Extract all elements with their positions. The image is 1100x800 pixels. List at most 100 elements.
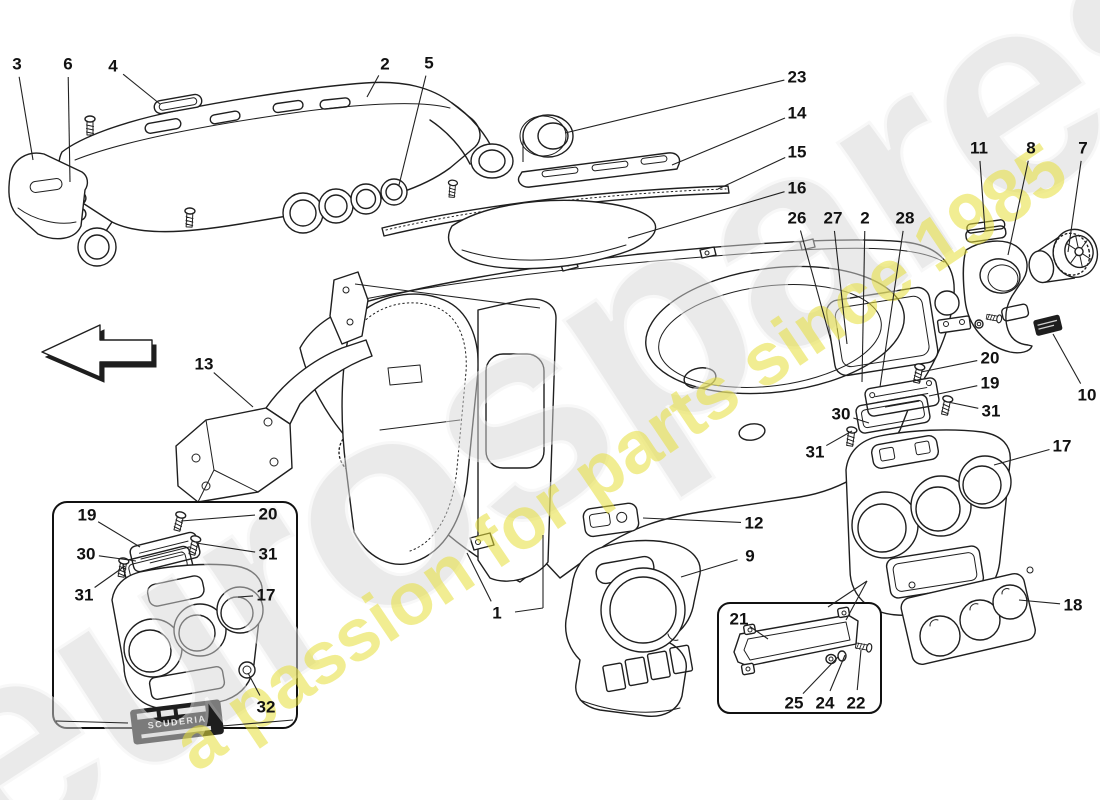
callout-leader-2	[366, 75, 380, 98]
callout-label-32: 32	[257, 698, 276, 717]
callout-label-4: 4	[108, 57, 118, 76]
callout-leader-4	[122, 73, 161, 105]
callout-leader-17	[237, 595, 254, 598]
callout-leader-19	[97, 521, 141, 548]
inset-box-instrument-bezel: SCUDERIA	[52, 501, 298, 745]
callout-leader-11	[979, 160, 986, 231]
assembly-reference-line	[221, 719, 294, 727]
callout-label-15: 15	[788, 143, 807, 162]
callout-leader-14	[671, 117, 786, 166]
callout-label-18: 18	[1064, 596, 1083, 615]
callout-label-28: 28	[896, 209, 915, 228]
callout-label-30: 30	[77, 545, 96, 564]
callout-label-24: 24	[816, 694, 835, 713]
callout-leader-32	[247, 672, 261, 696]
callout-leader-28	[879, 230, 904, 388]
callout-label-20: 20	[981, 349, 1000, 368]
part-dashboard-body	[299, 238, 960, 583]
callout-leader-5	[398, 75, 427, 186]
callout-label-6: 6	[63, 55, 72, 74]
part-side-panel-9	[564, 539, 701, 717]
callout-leader-20	[180, 514, 256, 522]
callout-leader-22	[856, 649, 862, 691]
callout-leader-17	[993, 448, 1050, 466]
callout-leader-31	[947, 401, 979, 409]
callout-label-22: 22	[847, 694, 866, 713]
callout-label-9: 9	[745, 547, 754, 566]
hinge-bracket	[936, 312, 1003, 334]
callout-label-12: 12	[745, 514, 764, 533]
inset-box-bracket	[717, 602, 882, 714]
callout-leader-19	[928, 385, 978, 397]
callout-leader-1	[466, 552, 492, 602]
callout-leader-13	[213, 372, 254, 408]
callout-label-30: 30	[832, 405, 851, 424]
callout-label-23: 23	[788, 68, 807, 87]
callout-label-17: 17	[1053, 437, 1072, 456]
callout-label-5: 5	[424, 54, 433, 73]
direction-arrow-icon	[41, 324, 157, 383]
callout-leader-18	[1018, 599, 1061, 605]
callout-leader-30	[98, 555, 137, 562]
callout-leader-30	[853, 417, 870, 424]
part-instrument-bezel-17-right	[845, 429, 1012, 616]
assembly-reference-line	[827, 580, 868, 608]
callout-label-27: 27	[824, 209, 843, 228]
part-trim-blade-16	[447, 199, 657, 270]
callout-label-1: 1	[492, 604, 501, 623]
callout-label-8: 8	[1026, 139, 1035, 158]
callout-label-17: 17	[257, 586, 276, 605]
callout-leader-3	[18, 76, 34, 161]
callout-label-25: 25	[785, 694, 804, 713]
callout-leader-8	[1007, 160, 1029, 256]
callout-leader-31	[94, 565, 126, 588]
callout-label-14: 14	[788, 104, 807, 123]
callout-label-31: 31	[259, 545, 278, 564]
callout-label-19: 19	[981, 374, 1000, 393]
callout-label-11: 11	[970, 139, 988, 158]
callout-leader-20	[920, 360, 978, 373]
callout-leader-31	[826, 430, 853, 447]
callout-label-2: 2	[380, 55, 389, 74]
callout-label-31: 31	[806, 443, 825, 462]
callout-label-2: 2	[860, 209, 869, 228]
assembly-reference-line	[55, 720, 129, 724]
part-badge-plate-10	[1033, 314, 1063, 336]
callout-leader-10	[1052, 333, 1082, 384]
callout-leader-23	[564, 79, 785, 134]
assembly-reference-line	[845, 580, 868, 621]
callout-leader-15	[717, 157, 786, 190]
callout-label-21: 21	[730, 610, 749, 629]
callout-leader-2	[861, 230, 866, 383]
part-switch-panel-12	[582, 502, 640, 538]
callout-label-3: 3	[12, 55, 21, 74]
callout-leader-31	[195, 542, 256, 553]
scuderia-badge: SCUDERIA	[130, 699, 224, 745]
callout-leader-7	[1067, 160, 1082, 253]
assembly-reference-line	[354, 283, 541, 309]
callout-leader-6	[67, 76, 71, 183]
part-switch-11	[965, 219, 1007, 243]
callout-label-31: 31	[982, 402, 1001, 421]
callout-label-16: 16	[788, 179, 807, 198]
part-defroster-grille-14	[517, 152, 681, 188]
callout-label-20: 20	[259, 505, 278, 524]
part-bracket-21	[733, 606, 859, 676]
part-plate-19-right	[843, 362, 955, 448]
callout-label-10: 10	[1078, 386, 1097, 405]
callout-leader-25	[802, 656, 839, 694]
gasket-4	[153, 93, 203, 115]
callout-leader-16	[627, 191, 785, 239]
callout-label-26: 26	[788, 209, 807, 228]
callout-leader-12	[642, 517, 742, 523]
callout-leader-21	[749, 625, 769, 640]
callout-leader-26	[799, 230, 832, 342]
callout-label-31: 31	[75, 586, 94, 605]
callout-label-19: 19	[78, 506, 97, 525]
callout-label-7: 7	[1078, 139, 1087, 158]
callout-label-13: 13	[195, 355, 214, 374]
assembly-reference-line	[514, 607, 544, 613]
